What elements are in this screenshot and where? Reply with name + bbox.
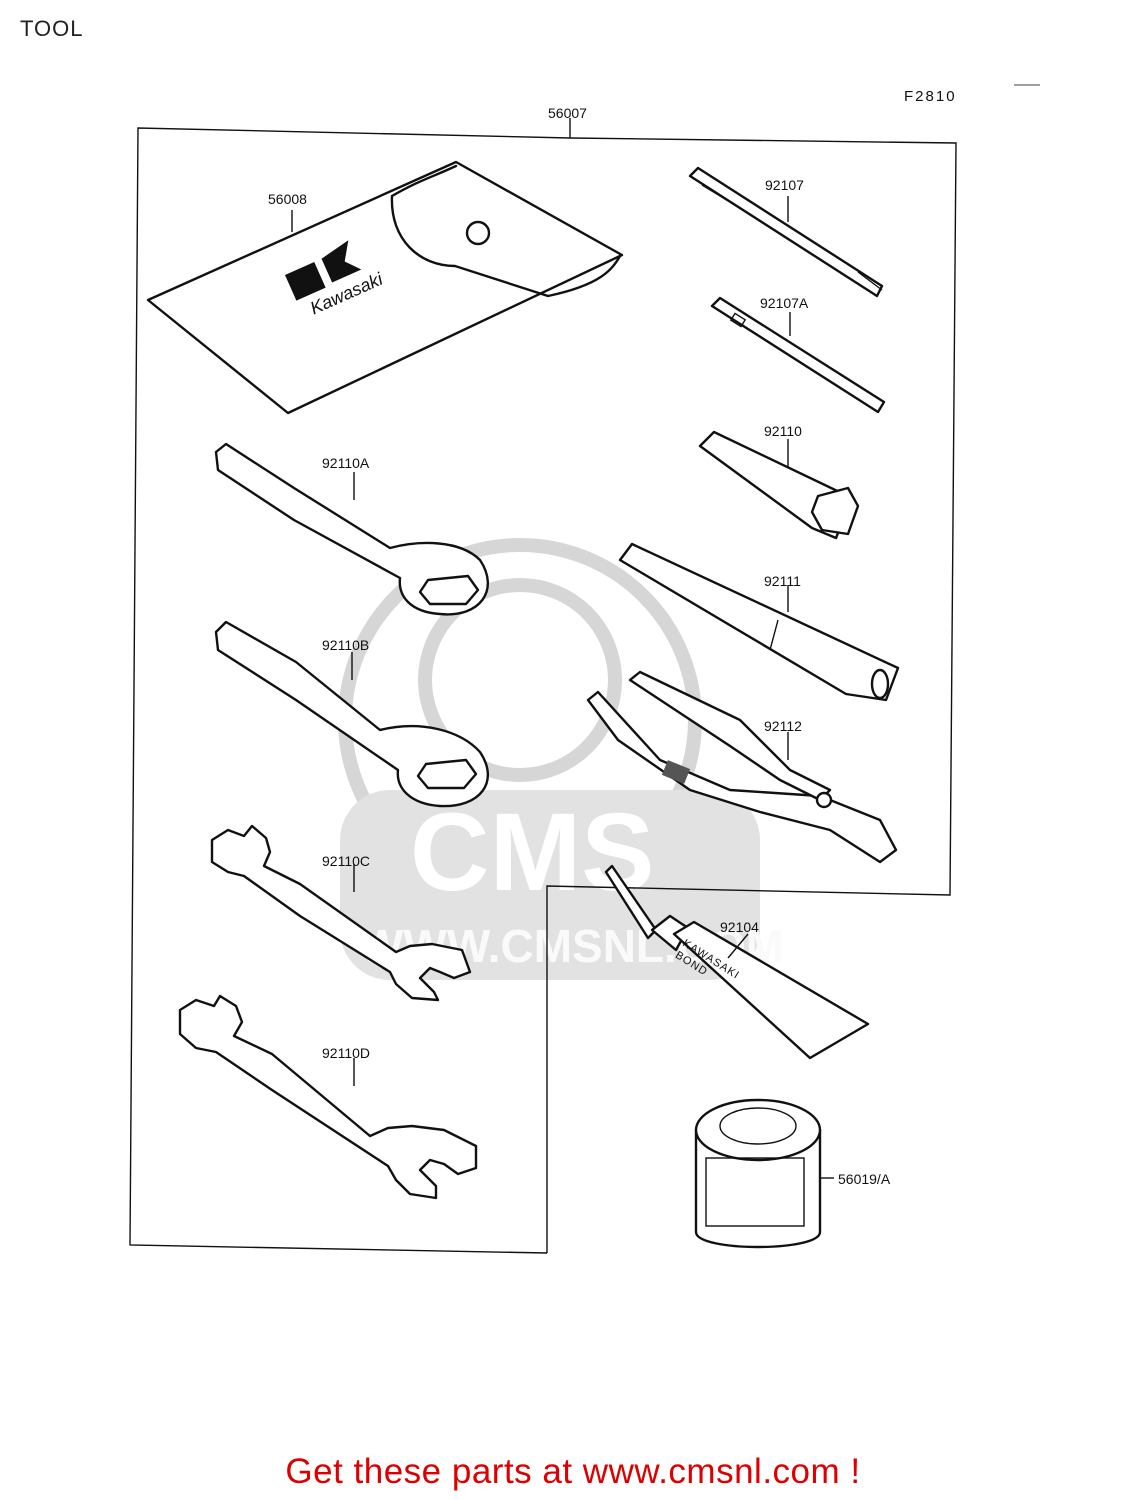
kit-boundary: 56007 [129, 105, 957, 1254]
label-92110: 92110 [764, 423, 802, 439]
label-92110c: 92110C [322, 853, 370, 869]
screwdriver-92107a: 92107A [710, 295, 886, 414]
open-wrench-92110c: 92110C [210, 824, 472, 1002]
page-title: TOOL [20, 16, 84, 41]
label-92110b: 92110B [322, 637, 369, 653]
label-92107a: 92107A [760, 295, 809, 311]
label-92104: 92104 [720, 919, 759, 935]
open-wrench-92110d: 92110D [178, 994, 478, 1200]
tool-pouch: Kawasaki 56008 [146, 160, 624, 415]
ring-wrench-92110a: 92110A [214, 442, 490, 616]
label-56007: 56007 [548, 105, 587, 121]
ring-wrench-92110b: 92110B [214, 620, 490, 808]
grease-can-56019a: 56019/A [694, 1098, 891, 1249]
label-56008: 56008 [268, 191, 307, 207]
label-92112: 92112 [764, 718, 802, 734]
socket-wrench-92110: 92110 [698, 423, 860, 540]
watermark-brand: CMS [410, 791, 654, 914]
handle-bar-92111: 92111 [618, 542, 900, 702]
screwdriver-92107: 92107 [688, 166, 884, 298]
footer-promo-link[interactable]: Get these parts at www.cmsnl.com ! [285, 1452, 861, 1491]
label-92107: 92107 [765, 177, 804, 193]
label-92111: 92111 [764, 573, 801, 589]
figure-code: F2810 [904, 88, 957, 105]
label-56019a: 56019/A [838, 1171, 891, 1187]
label-92110d: 92110D [322, 1045, 370, 1061]
label-92110a: 92110A [322, 455, 370, 471]
pliers-92112: 92112 [586, 670, 898, 864]
